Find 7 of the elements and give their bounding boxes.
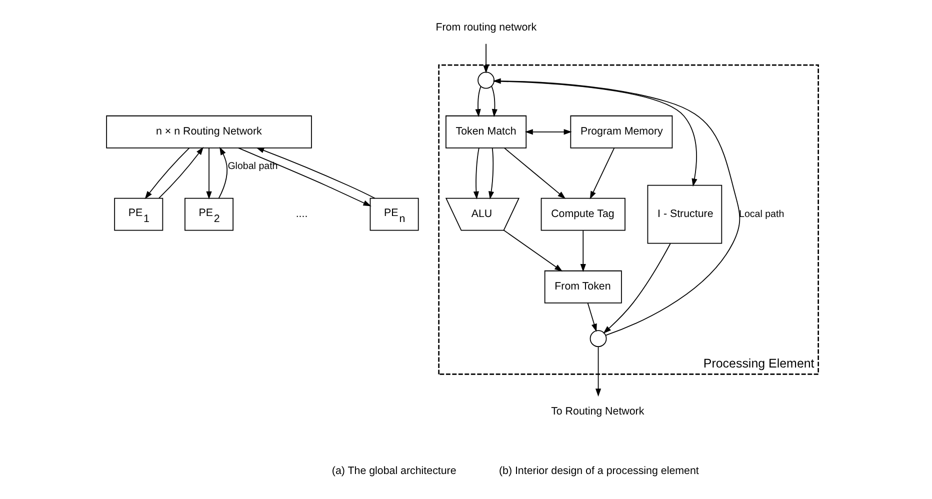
node-text: To Routing Network bbox=[551, 405, 644, 418]
node-text: From routing network bbox=[436, 21, 537, 34]
label: (b) Interior design of a processing element bbox=[498, 465, 699, 478]
edge-label: Global path bbox=[228, 161, 278, 172]
label: (a) The global architecture bbox=[332, 465, 456, 478]
label: .... bbox=[296, 208, 308, 220]
edge-label: Local path bbox=[739, 208, 784, 220]
